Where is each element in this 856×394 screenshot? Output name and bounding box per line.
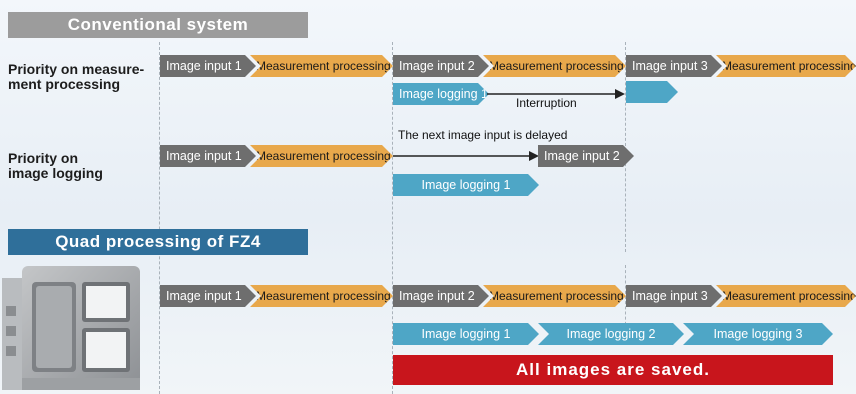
quad-processing-header: Quad processing of FZ4 [8, 229, 308, 255]
arrow-label: Measurement processing [256, 289, 391, 303]
row-label-line: image logging [8, 165, 103, 181]
arrow-label: Measurement processing [722, 59, 856, 73]
image-input-2-arrow: Image input 2 [538, 145, 634, 167]
image-input-2-arrow: Image input 2 [393, 55, 489, 77]
arrow-label: Image input 1 [166, 59, 242, 73]
measurement-processing-arrow: Measurement processing [250, 285, 393, 307]
banner-text: All images are saved. [516, 360, 710, 379]
time-divider-3 [625, 42, 626, 252]
time-divider-2 [392, 42, 393, 394]
row-label-line: Priority on [8, 150, 79, 166]
delay-arrow-icon [393, 151, 539, 161]
row-label-priority-logging: Priority on image logging [8, 151, 103, 181]
image-input-1-arrow: Image input 1 [160, 55, 256, 77]
delayed-note: The next image input is delayed [398, 128, 568, 142]
conventional-system-title: Conventional system [67, 15, 249, 34]
image-logging-continued-arrow [626, 81, 678, 103]
image-logging-2-arrow: Image logging 2 [538, 323, 684, 345]
arrow-label: Image logging 3 [713, 327, 803, 341]
arrow-label: Image input 2 [399, 289, 475, 303]
arrow-label: Image logging 1 [421, 178, 511, 192]
image-logging-1-arrow: Image logging 1 [393, 83, 489, 105]
measurement-processing-arrow: Measurement processing [250, 145, 393, 167]
image-input-3-arrow: Image input 3 [626, 285, 722, 307]
all-images-saved-banner: All images are saved. [393, 355, 833, 385]
arrow-label: Measurement processing [489, 289, 624, 303]
image-input-1-arrow: Image input 1 [160, 145, 256, 167]
arrow-label: Image input 1 [166, 289, 242, 303]
interruption-note: Interruption [516, 96, 577, 110]
arrow-label: Image logging 1 [399, 87, 488, 101]
measurement-processing-arrow: Measurement processing [483, 55, 626, 77]
image-logging-1-arrow: Image logging 1 [393, 323, 539, 345]
measurement-processing-arrow: Measurement processing [250, 55, 393, 77]
measurement-processing-arrow: Measurement processing [716, 285, 856, 307]
arrow-label: Measurement processing [256, 149, 391, 163]
image-input-2-arrow: Image input 2 [393, 285, 489, 307]
fz4-device-icon [2, 266, 140, 390]
arrow-label: Measurement processing [256, 59, 391, 73]
measurement-processing-arrow: Measurement processing [716, 55, 856, 77]
image-input-3-arrow: Image input 3 [626, 55, 722, 77]
conventional-system-header: Conventional system [8, 12, 308, 38]
row-label-priority-measurement: Priority on measure- ment processing [8, 62, 144, 92]
arrow-label: Image input 3 [632, 289, 708, 303]
interruption-arrow-icon [487, 89, 625, 99]
arrow-label: Image logging 2 [566, 327, 656, 341]
arrow-label: Measurement processing [489, 59, 624, 73]
image-input-1-arrow: Image input 1 [160, 285, 256, 307]
arrow-label: Image logging 1 [421, 327, 511, 341]
time-divider-3b [625, 265, 626, 330]
row-label-line: ment processing [8, 76, 121, 92]
quad-processing-title: Quad processing of FZ4 [55, 232, 261, 251]
image-logging-1-arrow: Image logging 1 [393, 174, 539, 196]
measurement-processing-arrow: Measurement processing [483, 285, 626, 307]
arrow-label: Image input 1 [166, 149, 242, 163]
row-label-line: Priority on measure- [8, 61, 145, 77]
time-divider-1 [159, 42, 160, 394]
image-logging-3-arrow: Image logging 3 [683, 323, 833, 345]
arrow-label: Image input 2 [544, 149, 620, 163]
arrow-label: Image input 2 [399, 59, 475, 73]
arrow-label: Image input 3 [632, 59, 708, 73]
arrow-label: Measurement processing [722, 289, 856, 303]
